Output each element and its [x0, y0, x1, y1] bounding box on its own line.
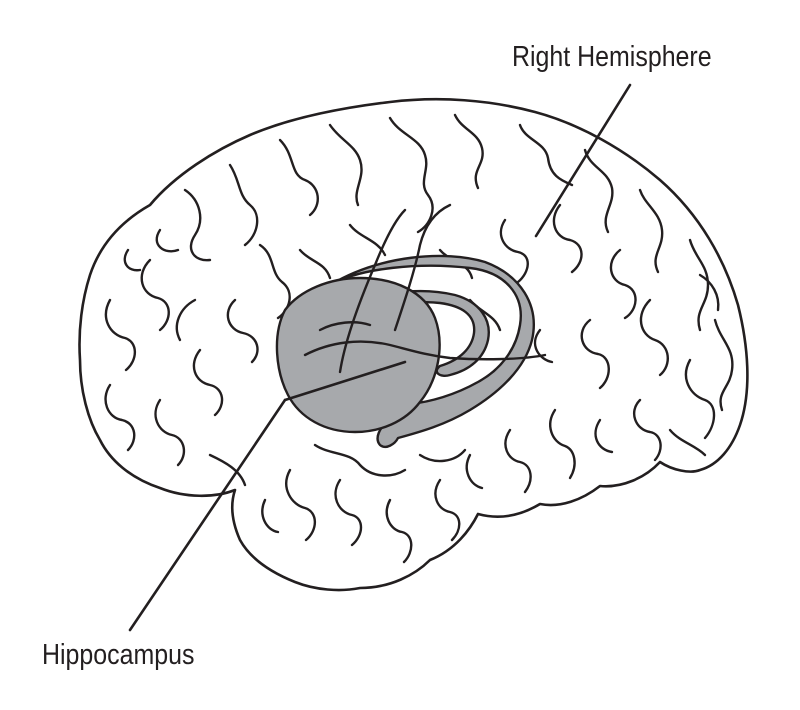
hippocampus-label: Hippocampus [42, 639, 195, 671]
hippocampus-leader [283, 360, 407, 402]
hippocampus-leader-down [128, 398, 287, 632]
hippocampus-body [275, 276, 441, 434]
brain-folds [104, 113, 734, 564]
inner-structure-lines [303, 203, 547, 374]
right-hemisphere-leader [534, 83, 632, 238]
right-hemisphere-label: Right Hemisphere [512, 41, 712, 73]
fornix-arc [328, 254, 535, 449]
